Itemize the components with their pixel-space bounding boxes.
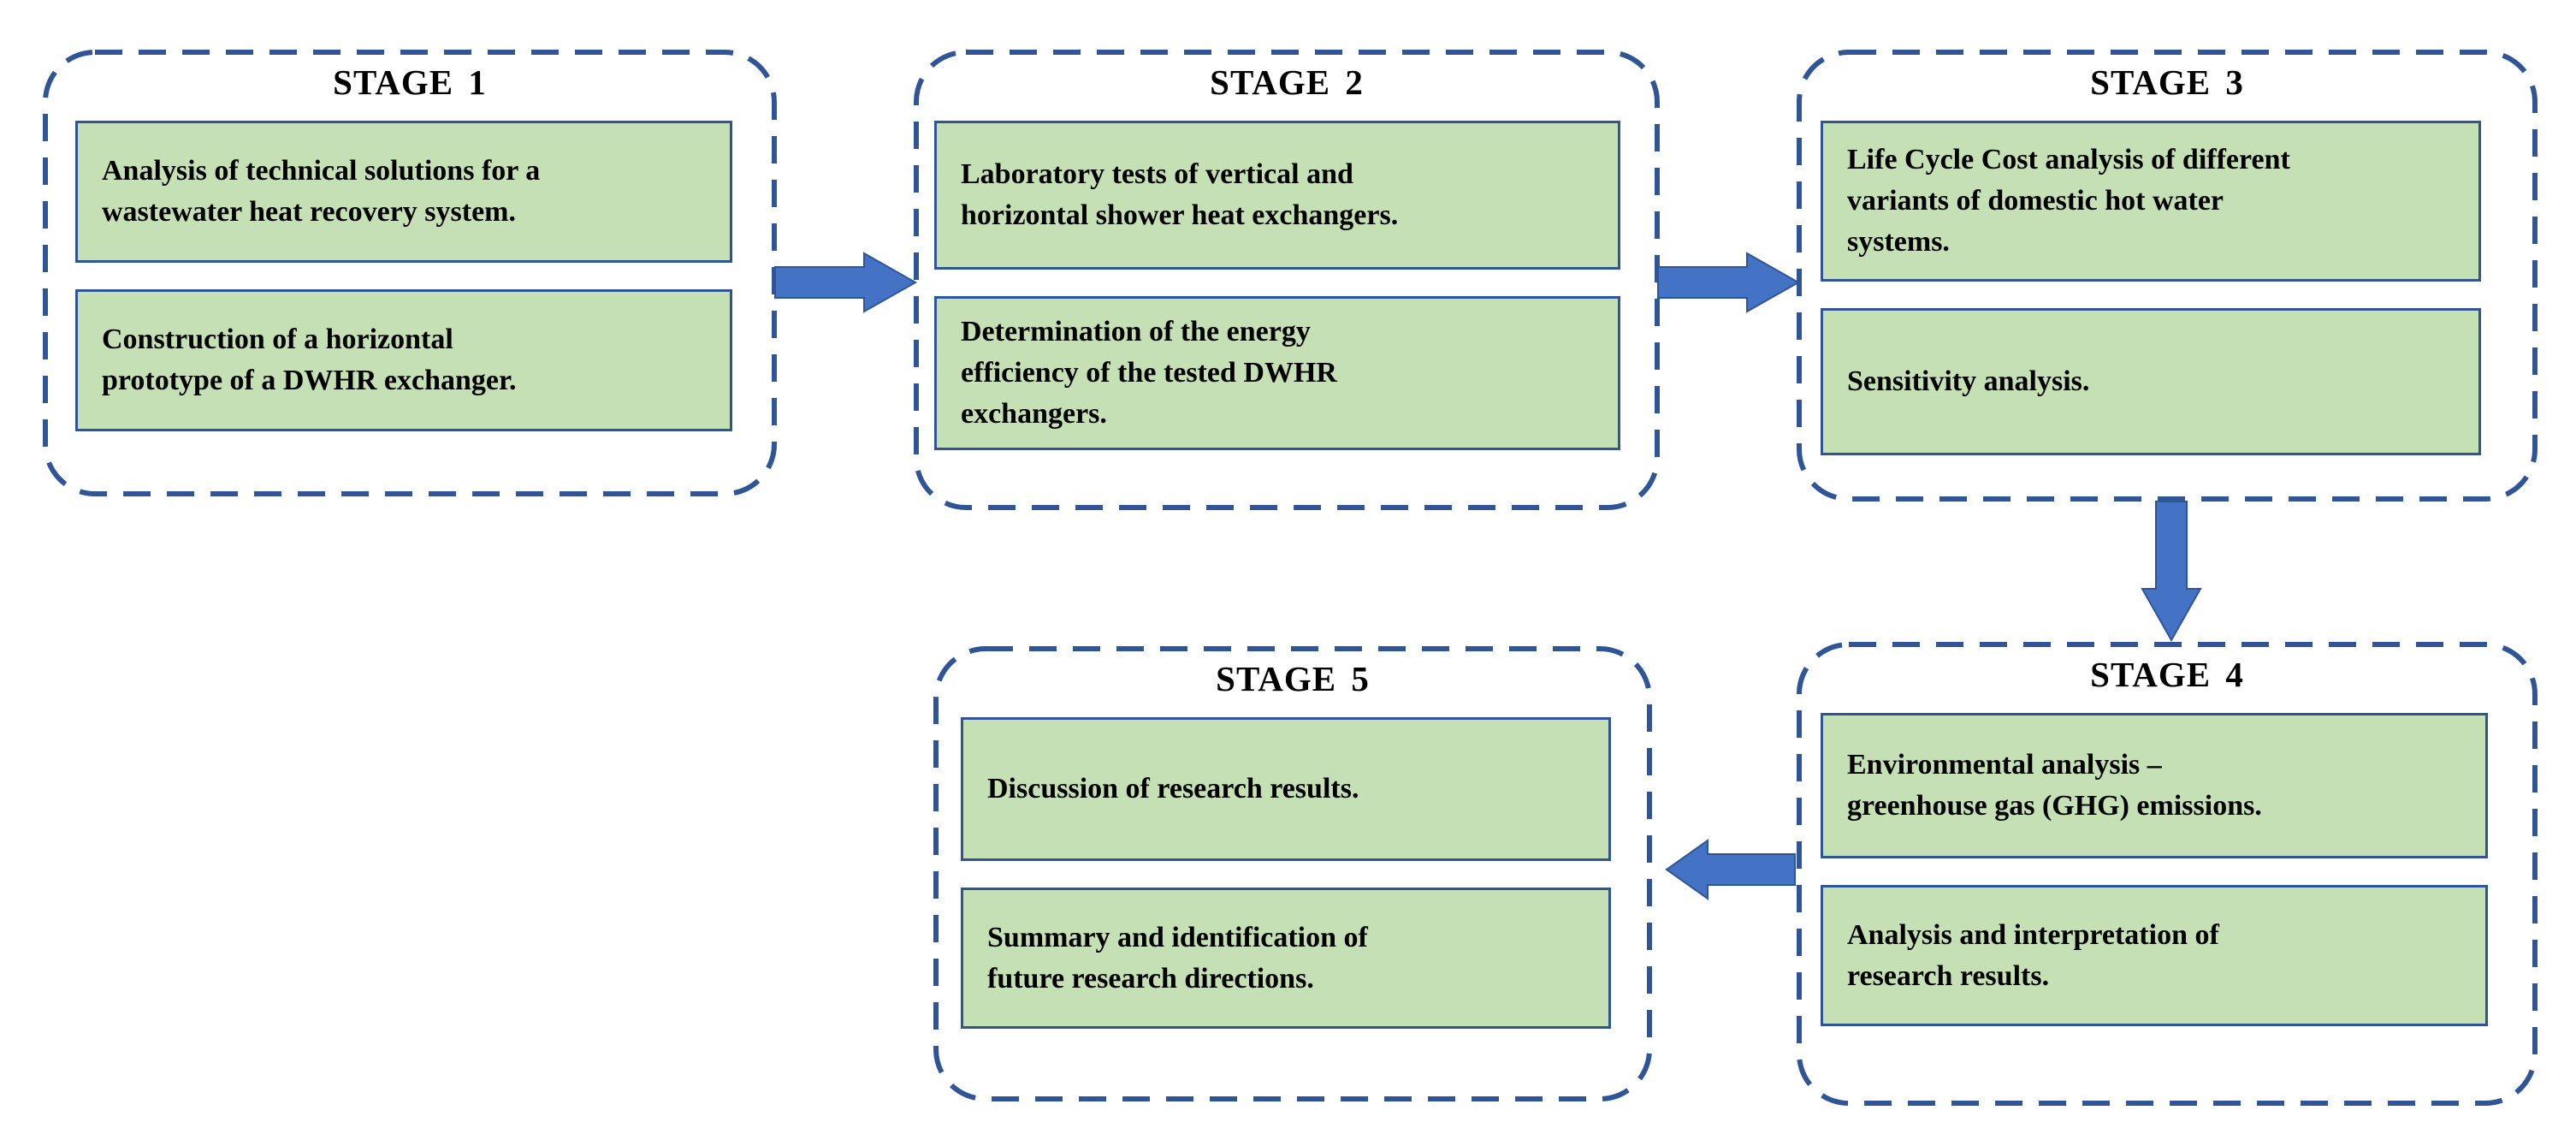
arrow-stage4-to-stage5-icon [1665,839,1796,900]
stage-4-task-1: Environmental analysis – greenhouse gas … [1821,713,2488,859]
stage-4-outline [1797,642,2538,1106]
arrow-stage2-to-stage3-icon [1657,252,1801,313]
arrow-stage3-to-stage4-icon [2141,501,2202,643]
stage-1-task-2: Construction of a horizontal prototype o… [75,289,732,432]
stage-1-task-1: Analysis of technical solutions for a wa… [75,121,732,264]
stage-2-panel: STAGE 2 Laboratory tests of vertical and… [914,50,1660,510]
stage-2-title: STAGE 2 [1210,62,1364,102]
stage-3-body: Life Cycle Cost analysis of different va… [1797,121,2538,456]
stage-3-task-1: Life Cycle Cost analysis of different va… [1821,121,2481,282]
stage-2-task-2: Determination of the energy efficiency o… [934,296,1620,451]
stage-2-task-1: Laboratory tests of vertical and horizon… [934,121,1620,270]
stage-5-body: Discussion of research results. Summary … [933,717,1652,1030]
stage-3-task-2-label: Sensitivity analysis. [1847,365,2090,398]
stage-1-task-2-label: Construction of a horizontal prototype o… [102,324,517,397]
stage-5-outline [933,646,1652,1101]
stage-2-task-1-label: Laboratory tests of vertical and horizon… [961,158,1399,232]
stage-4-task-2-label: Analysis and interpretation of research … [1847,918,2219,992]
stage-4-title: STAGE 4 [2090,655,2244,694]
stage-5-task-1-label: Discussion of research results. [987,773,1359,805]
stage-4-task-2: Analysis and interpretation of research … [1821,885,2488,1027]
stage-1-panel: STAGE 1 Analysis of technical solutions … [43,50,777,496]
stage-3-task-1-label: Life Cycle Cost analysis of different va… [1847,144,2290,258]
stage-3-panel: STAGE 3 Life Cycle Cost analysis of diff… [1797,50,2538,502]
stage-5-task-1: Discussion of research results. [961,717,1611,862]
arrow-stage1-to-stage2-icon [774,252,918,313]
stage-5-task-2: Summary and identification of future res… [961,888,1611,1030]
stage-4-task-1-label: Environmental analysis – greenhouse gas … [1847,749,2262,822]
stage-5-panel: STAGE 5 Discussion of research results. … [933,646,1652,1101]
stage-1-task-1-label: Analysis of technical solutions for a wa… [102,155,541,229]
stage-4-panel: STAGE 4 Environmental analysis – greenho… [1797,642,2538,1106]
stage-1-title: STAGE 1 [333,62,487,102]
stage-2-task-2-label: Determination of the energy efficiency o… [961,316,1337,430]
stage-3-outline [1797,50,2538,502]
stage-3-task-2: Sensitivity analysis. [1821,308,2481,456]
stage-2-body: Laboratory tests of vertical and horizon… [914,121,1660,451]
stage-3-title: STAGE 3 [2090,62,2244,102]
stage-5-title: STAGE 5 [1216,659,1370,698]
stage-4-body: Environmental analysis – greenhouse gas … [1797,713,2538,1027]
stage-5-task-2-label: Summary and identification of future res… [987,921,1368,995]
stage-1-body: Analysis of technical solutions for a wa… [43,121,777,432]
